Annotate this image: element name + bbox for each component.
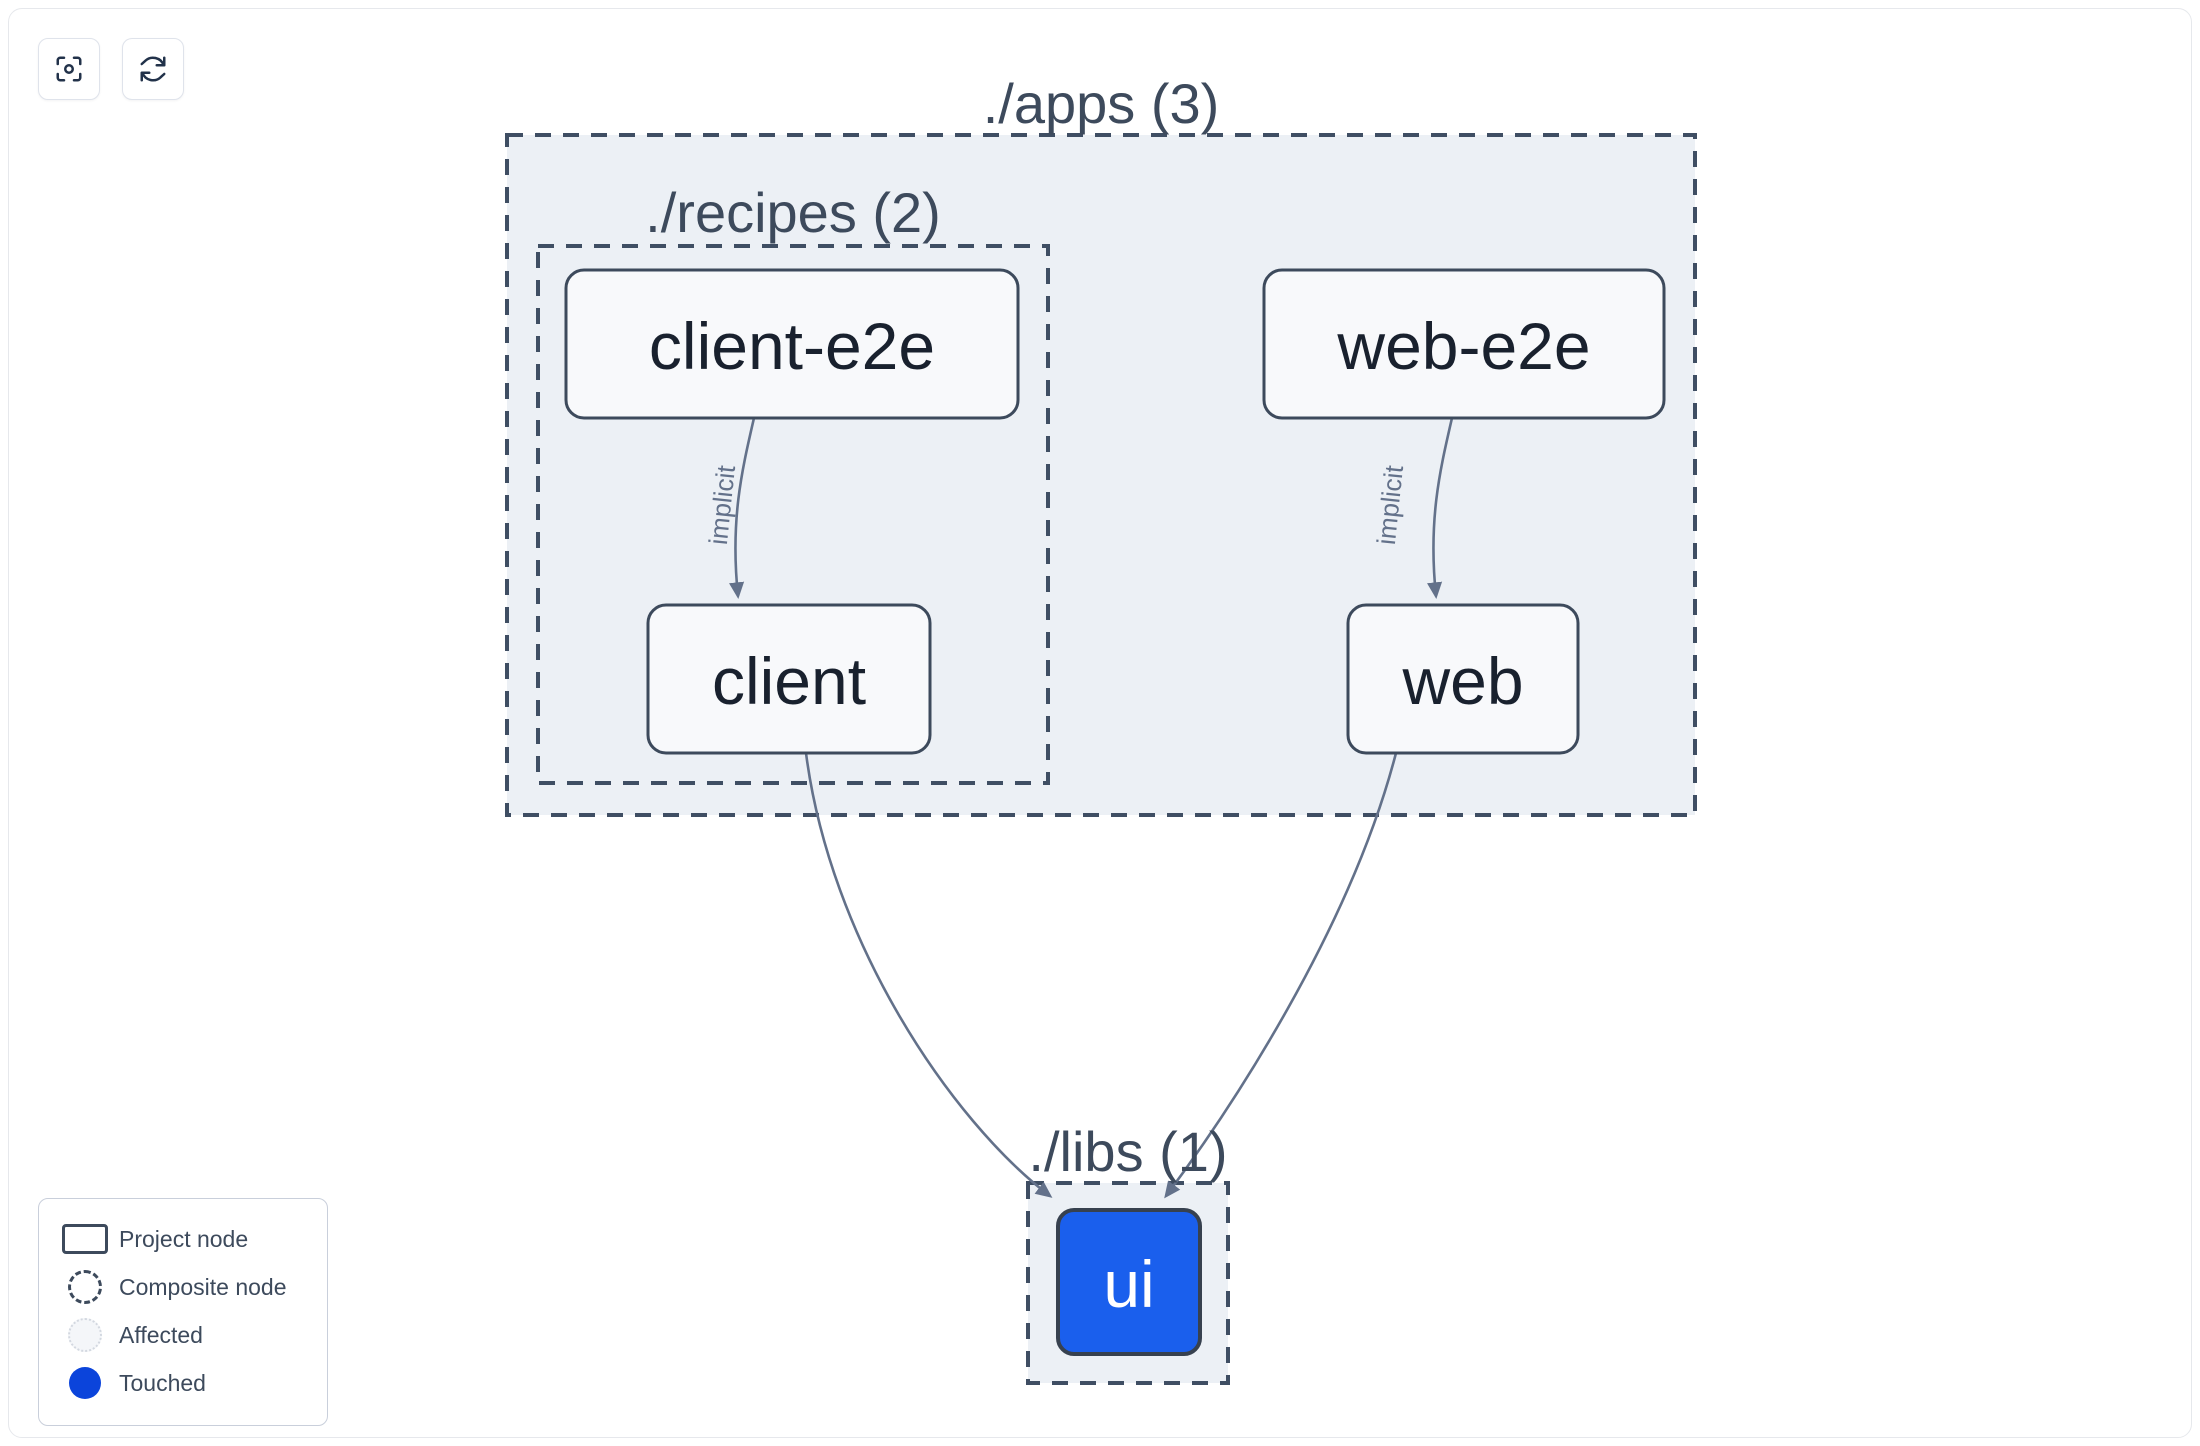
- focus-target-icon: [54, 54, 84, 84]
- graph-node-ui[interactable]: ui: [1056, 1208, 1202, 1356]
- graph-node-shape: [1346, 603, 1580, 755]
- legend-project-node: Project node: [57, 1215, 309, 1263]
- graph-node-shape: [646, 603, 932, 755]
- graph-node-label: client-e2e: [649, 309, 935, 383]
- dashed-circle-icon-shape: [68, 1270, 102, 1304]
- graph-node-shape: [1262, 268, 1666, 420]
- refresh-graph-button[interactable]: [122, 38, 184, 100]
- legend-item-label: Affected: [119, 1321, 203, 1348]
- graph-nodes-layer: client-e2e web-e2e client web ui: [564, 268, 1666, 1356]
- focus-graph-button[interactable]: [38, 38, 100, 100]
- graph-node-shape: [564, 268, 1020, 420]
- graph-node-client-e2e[interactable]: client-e2e: [564, 268, 1020, 420]
- graph-group-label-apps: ./apps (3): [983, 72, 1220, 135]
- graph-group-label-recipes: ./recipes (2): [645, 181, 941, 244]
- graph-node-shape: [1056, 1208, 1202, 1356]
- graph-node-client[interactable]: client: [646, 603, 932, 755]
- graph-edge-web->ui[interactable]: [1164, 752, 1398, 1199]
- graph-toolbar: [38, 38, 184, 100]
- graph-node-label: web-e2e: [1336, 309, 1590, 383]
- graph-node-label: client: [712, 644, 866, 718]
- graph-edge-web-e2e->web[interactable]: [1427, 417, 1454, 600]
- legend-affected: Affected: [57, 1311, 309, 1359]
- filled-circle-icon-shape: [69, 1367, 101, 1399]
- dotted-circle-icon-shape: [68, 1318, 102, 1352]
- legend-item-label: Composite node: [119, 1273, 287, 1300]
- legend-composite-node: Composite node: [57, 1263, 309, 1311]
- refresh-sync-icon: [138, 54, 168, 84]
- graph-node-label: web: [1401, 644, 1523, 718]
- legend-item-label: Touched: [119, 1369, 206, 1396]
- rect-outline-icon: [57, 1219, 113, 1259]
- graph-edge-client-e2e->client[interactable]: [729, 417, 756, 600]
- rect-outline-icon-shape: [62, 1224, 108, 1254]
- legend-touched: Touched: [57, 1359, 309, 1407]
- filled-circle-icon: [57, 1363, 113, 1403]
- dotted-circle-icon: [57, 1315, 113, 1355]
- graph-edge-client->ui[interactable]: [804, 752, 1053, 1198]
- graph-node-web[interactable]: web: [1346, 603, 1580, 755]
- graph-node-label: ui: [1103, 1247, 1154, 1321]
- graph-node-web-e2e[interactable]: web-e2e: [1262, 268, 1666, 420]
- graph-group-label-libs: ./libs (1): [1028, 1120, 1227, 1183]
- legend-item-label: Project node: [119, 1225, 249, 1252]
- graph-group-labels-layer: ./apps (3) ./recipes (2) ./libs (1): [645, 72, 1227, 1183]
- dashed-circle-icon: [57, 1267, 113, 1307]
